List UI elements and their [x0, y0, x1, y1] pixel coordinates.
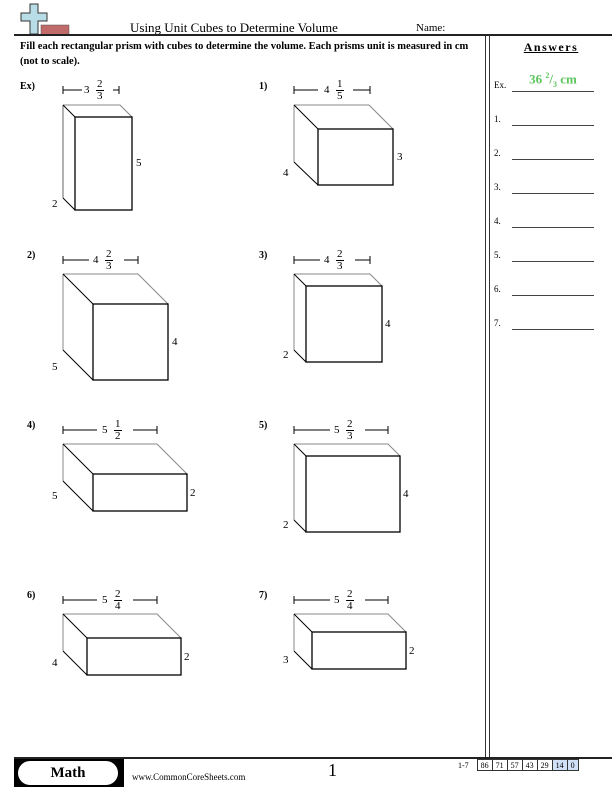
answer-field[interactable]	[512, 226, 594, 228]
prism-4	[62, 443, 188, 512]
depth-label: 2	[283, 519, 289, 531]
height-label: 2	[409, 645, 415, 657]
name-label: Name:	[416, 22, 446, 34]
depth-label: 3	[283, 654, 289, 666]
answer-field[interactable]	[512, 328, 594, 330]
answer-row-1[interactable]: 1.	[494, 106, 612, 126]
score-cell: 43	[521, 759, 538, 771]
answer-field[interactable]	[512, 192, 594, 194]
depth-label: 5	[52, 490, 58, 502]
depth-label: 4	[52, 657, 58, 669]
width-whole: 4	[324, 254, 330, 266]
width-whole: 4	[324, 84, 330, 96]
depth-label: 2	[52, 198, 58, 210]
height-label: 2	[190, 487, 196, 499]
prism-6	[62, 613, 182, 676]
problem-label: 7)	[259, 590, 268, 601]
prism-7	[293, 613, 407, 670]
height-label: 4	[172, 336, 178, 348]
answers-title: Answers	[523, 40, 579, 54]
answer-row-7[interactable]: 7.	[494, 310, 612, 330]
subject-label: Math	[18, 761, 118, 785]
width-whole: 4	[93, 254, 99, 266]
score-cell: 86	[476, 759, 493, 771]
answer-field[interactable]	[512, 124, 594, 126]
answer-column-divider	[485, 35, 490, 757]
answer-row-3[interactable]: 3.	[494, 174, 612, 194]
instructions: Fill each rectangular prism with cubes t…	[20, 41, 469, 67]
height-label: 2	[184, 651, 190, 663]
problem-label: 3)	[259, 250, 268, 261]
score-range-label: 1-7	[458, 760, 469, 770]
depth-label: 2	[283, 349, 289, 361]
depth-label: 5	[52, 361, 58, 373]
worksheet-title: Using Unit Cubes to Determine Volume	[130, 20, 338, 35]
problem-label: 1)	[259, 81, 268, 92]
answer-field[interactable]	[512, 158, 594, 160]
header-rule	[14, 34, 612, 36]
answer-field[interactable]	[512, 260, 594, 262]
answer-row-5[interactable]: 5.	[494, 242, 612, 262]
example-answer: 36 2/3 cm	[529, 71, 577, 89]
score-cell: 29	[536, 759, 553, 771]
answer-label: Ex.	[494, 80, 507, 90]
score-cell: 57	[506, 759, 523, 771]
width-whole: 5	[102, 424, 108, 436]
prism-5	[293, 443, 401, 533]
height-label: 4	[403, 488, 409, 500]
width-whole: 3	[84, 84, 90, 96]
height-label: 4	[385, 318, 391, 330]
answer-row-6[interactable]: 6.	[494, 276, 612, 296]
problem-label: 2)	[27, 250, 36, 261]
prism-example	[62, 104, 133, 211]
prism-2	[62, 273, 169, 381]
problem-label: Ex)	[20, 81, 35, 92]
score-cell: 71	[491, 759, 508, 771]
depth-label: 4	[283, 167, 289, 179]
problem-label: 6)	[27, 590, 36, 601]
problem-label: 4)	[27, 420, 36, 431]
footer-rule	[14, 757, 612, 759]
score-cell: 0	[566, 759, 579, 771]
width-whole: 5	[334, 594, 340, 606]
width-whole: 5	[334, 424, 340, 436]
prism-1	[293, 104, 394, 186]
answer-row-4[interactable]: 4.	[494, 208, 612, 228]
answer-row-2[interactable]: 2.	[494, 140, 612, 160]
website-link[interactable]: www.CommonCoreSheets.com	[132, 772, 246, 782]
page-number: 1	[328, 760, 337, 780]
height-label: 5	[136, 157, 142, 169]
score-table: 1-7 86 71 57 43 29 14 0	[455, 759, 579, 771]
height-label: 3	[397, 151, 403, 163]
width-whole: 5	[102, 594, 108, 606]
problem-label: 5)	[259, 420, 268, 431]
prism-3	[293, 273, 383, 363]
score-cell: 14	[551, 759, 568, 771]
answer-field[interactable]	[512, 294, 594, 296]
answer-row-example: Ex. 36 2/3 cm	[494, 71, 612, 92]
